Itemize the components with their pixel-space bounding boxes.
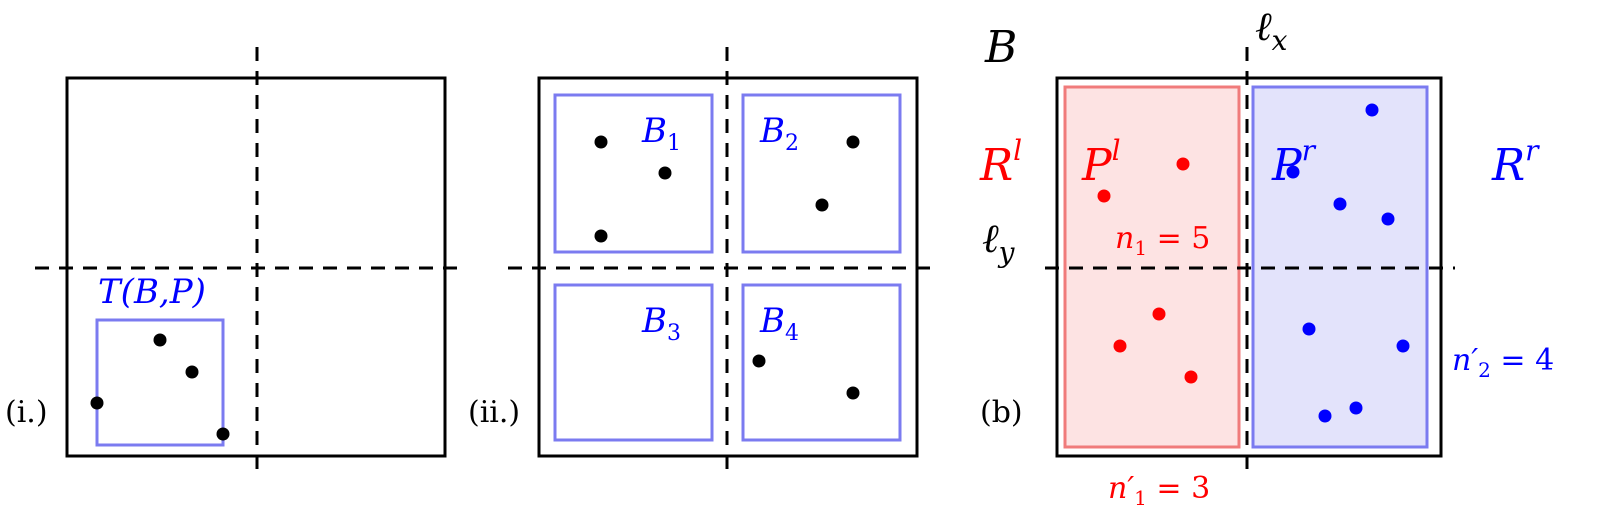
point bbox=[153, 333, 167, 347]
point bbox=[846, 135, 860, 149]
n1-label: n1 = 5 bbox=[1115, 221, 1210, 260]
tight-box-label: T(B,P) bbox=[98, 272, 206, 312]
point bbox=[90, 396, 104, 410]
point bbox=[216, 427, 230, 441]
point bbox=[658, 166, 672, 180]
point bbox=[1396, 339, 1410, 353]
point bbox=[1333, 197, 1347, 211]
point bbox=[815, 198, 829, 212]
subbox-3 bbox=[553, 283, 714, 442]
subbox-3-label: B3 bbox=[641, 301, 681, 346]
n2-prime-label: n′2 = 4 bbox=[1452, 343, 1554, 382]
point bbox=[1113, 339, 1127, 353]
n1-prime-label: n′1 = 3 bbox=[1108, 471, 1210, 510]
box-label: B bbox=[984, 22, 1017, 73]
subbox-2-label: B2 bbox=[759, 111, 799, 156]
point bbox=[752, 354, 766, 368]
panel-label: (i.) bbox=[5, 395, 48, 430]
point bbox=[1318, 409, 1332, 423]
Pr-label: Pr bbox=[1271, 134, 1317, 191]
subbox-1-label: B1 bbox=[641, 111, 681, 156]
Rl-label: Rl bbox=[979, 134, 1022, 191]
point bbox=[1152, 307, 1166, 321]
panel-label: (b) bbox=[980, 395, 1023, 430]
panel-ii: B1 B2 B3 B4 (ii.) bbox=[468, 47, 932, 475]
subbox-1 bbox=[553, 93, 714, 254]
points bbox=[90, 333, 230, 441]
tight-box bbox=[95, 318, 225, 447]
point bbox=[594, 229, 608, 243]
panel-b: B ℓx ℓy Rl Pl Pr Rr n1 = 5 n′1 = 3 n′2 =… bbox=[979, 4, 1554, 510]
subbox-4-label: B4 bbox=[759, 301, 799, 346]
point bbox=[1184, 370, 1198, 384]
point bbox=[185, 365, 199, 379]
point bbox=[1176, 157, 1190, 171]
point bbox=[1365, 103, 1379, 117]
point bbox=[1097, 189, 1111, 203]
Rr-label: Rr bbox=[1491, 134, 1540, 191]
left-points bbox=[1097, 157, 1198, 384]
point bbox=[846, 386, 860, 400]
point bbox=[1349, 401, 1363, 415]
point bbox=[594, 135, 608, 149]
point bbox=[1286, 165, 1300, 179]
ly-label: ℓy bbox=[982, 216, 1016, 269]
subbox-2 bbox=[741, 93, 902, 254]
Pl-label: Pl bbox=[1081, 134, 1121, 191]
point bbox=[1381, 212, 1395, 226]
point bbox=[1302, 322, 1316, 336]
lx-label: ℓx bbox=[1255, 4, 1288, 57]
panel-label: (ii.) bbox=[468, 395, 520, 430]
panel-i: T(B,P) (i.) bbox=[5, 47, 460, 475]
right-points bbox=[1286, 103, 1410, 423]
points bbox=[594, 135, 860, 400]
subbox-4 bbox=[741, 283, 902, 442]
